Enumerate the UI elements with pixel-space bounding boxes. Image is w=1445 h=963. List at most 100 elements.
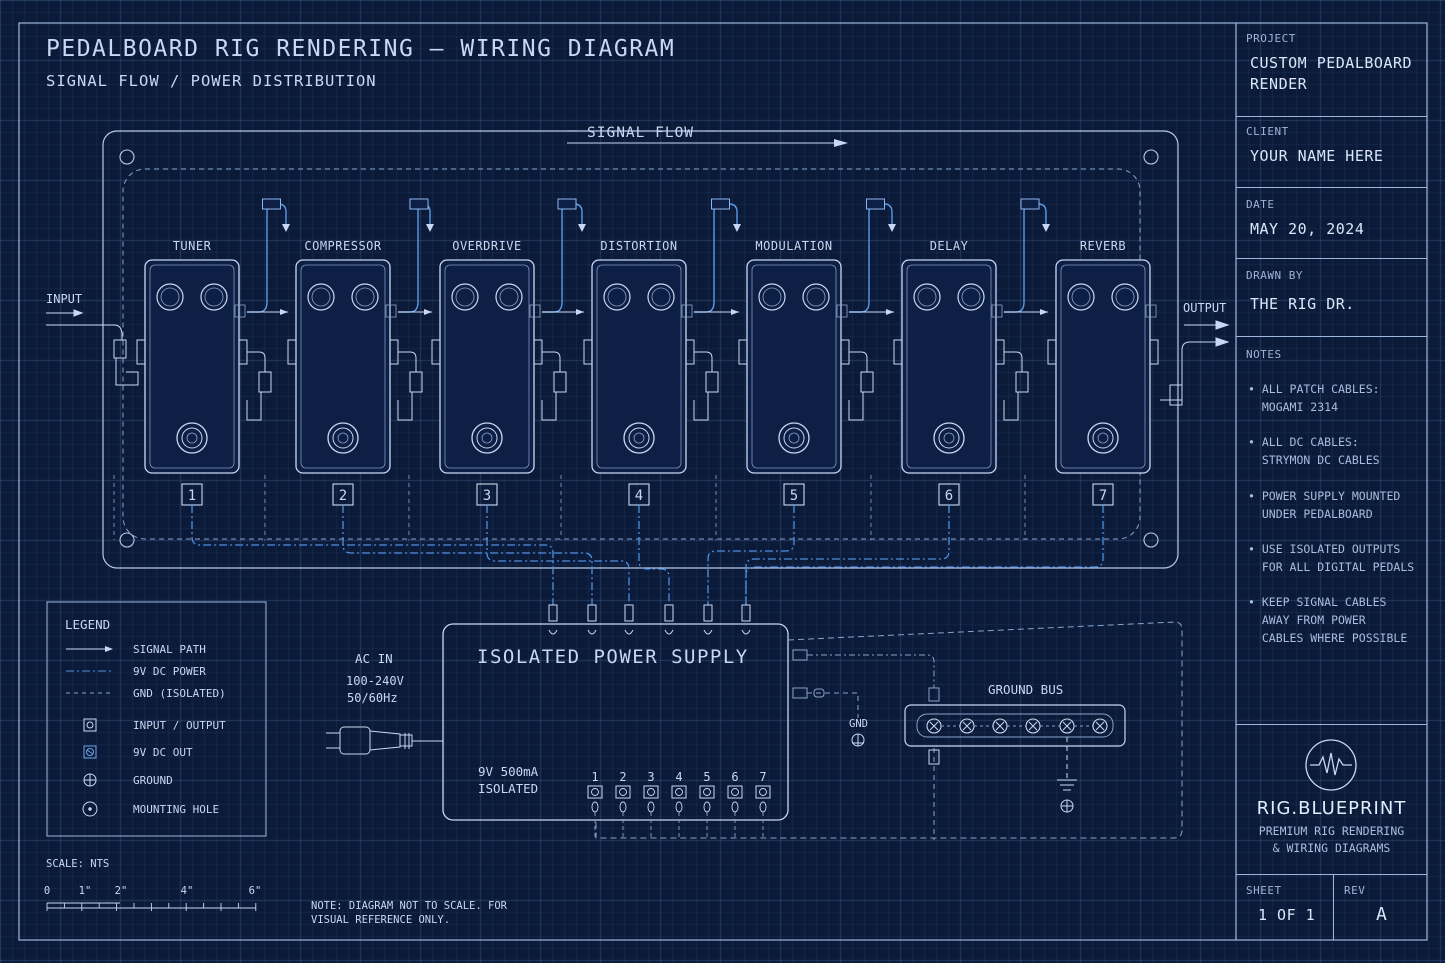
legend-item: INPUT / OUTPUT xyxy=(83,718,226,732)
input-jack xyxy=(583,339,593,365)
dc-plug xyxy=(624,604,634,622)
footswitch-core xyxy=(943,432,955,444)
sheet-frame xyxy=(18,22,1428,941)
ac-in-label: AC IN xyxy=(355,651,393,666)
signal-arrowhead xyxy=(280,309,288,315)
dc-jack xyxy=(836,304,848,318)
knob-inner xyxy=(311,287,331,307)
pedal-number: 4 xyxy=(635,488,643,504)
signal-arrowhead xyxy=(1040,309,1048,315)
cable-arrowhead xyxy=(282,224,290,232)
date-label: DATE xyxy=(1246,198,1275,211)
knob-inner xyxy=(455,287,475,307)
footswitch-icon xyxy=(471,422,503,454)
input-arrow xyxy=(46,309,139,386)
rev-label: REV xyxy=(1344,884,1366,897)
terminal-screw xyxy=(929,721,939,731)
pedal-number: 5 xyxy=(790,488,798,504)
ac-frequency: 50/60Hz xyxy=(347,691,398,705)
legend-item-label: 9V DC OUT xyxy=(133,746,193,759)
jack-lead xyxy=(542,351,561,372)
angled-plug-body xyxy=(693,392,709,421)
brand-name: RIG.BLUEPRINT xyxy=(1256,798,1407,819)
signal-arrowhead xyxy=(731,309,739,315)
page-subtitle: SIGNAL FLOW / POWER DISTRIBUTION xyxy=(46,72,377,90)
pedal-body xyxy=(591,259,687,474)
dc-socket-icon xyxy=(703,629,713,635)
footswitch-inner xyxy=(476,427,498,449)
title-block-client: CLIENT YOUR NAME HERE xyxy=(1236,117,1427,188)
note-item: • USE ISOLATED OUTPUTS FOR ALL DIGITAL P… xyxy=(1248,542,1415,574)
cable-arrowhead xyxy=(888,224,896,232)
pedal-number: 1 xyxy=(188,488,196,504)
legend-item-label: GROUND xyxy=(133,774,173,787)
footnote-line-2: VISUAL REFERENCE ONLY. xyxy=(311,914,450,926)
note-item: • POWER SUPPLY MOUNTED UNDER PEDALBOARD xyxy=(1248,489,1401,521)
arrow-line xyxy=(66,646,113,652)
dc-jack xyxy=(385,304,397,318)
input-jack xyxy=(893,339,903,365)
date-value: MAY 20, 2024 xyxy=(1250,220,1365,238)
input-label: INPUT xyxy=(46,292,82,306)
ground-icon xyxy=(83,773,97,787)
psu-output-pin xyxy=(647,801,655,813)
jack-lead xyxy=(247,351,266,372)
psu-output-jack-icon xyxy=(675,788,683,796)
dc-power-path xyxy=(342,505,593,605)
footnote-line-1: NOTE: DIAGRAM NOT TO SCALE. FOR xyxy=(311,900,508,912)
psu-output-number: 2 xyxy=(619,770,626,784)
sheet-label: SHEET xyxy=(1246,884,1282,897)
knob-inner xyxy=(1071,287,1091,307)
dc-power-cable xyxy=(745,505,950,605)
legend-item-label: INPUT / OUTPUT xyxy=(133,719,226,732)
pedalboard-outline xyxy=(102,130,1179,569)
footswitch-core xyxy=(633,432,645,444)
footswitch-icon xyxy=(1087,422,1119,454)
knob-inner xyxy=(806,287,826,307)
psu-dc-out xyxy=(703,604,713,635)
psu-output-number: 4 xyxy=(675,770,682,784)
output-jack xyxy=(389,339,399,365)
dc-plug xyxy=(664,604,674,622)
angled-plug-body xyxy=(541,392,557,421)
pedal-inner xyxy=(596,264,682,469)
cable-arrowhead xyxy=(1042,224,1050,232)
dc-plug xyxy=(741,604,751,622)
dc-plug xyxy=(548,604,558,622)
pedal-inner xyxy=(906,264,992,469)
psu-output-jack xyxy=(755,785,771,799)
psu-output-pin xyxy=(759,801,767,813)
patch-cable-path xyxy=(849,203,893,313)
title-block-drawn-by: DRAWN BY THE RIG DR. xyxy=(1236,259,1427,337)
rev-value: A xyxy=(1376,904,1388,925)
legend-item: MOUNTING HOLE xyxy=(82,801,219,817)
terminal-screw xyxy=(1028,721,1038,731)
psu-ground-outputs xyxy=(595,621,1183,840)
pedal-body xyxy=(746,259,842,474)
dc-power-path xyxy=(638,505,670,605)
patch-cable-path xyxy=(1004,203,1047,313)
gnd-symbol-icon xyxy=(851,733,865,747)
cable-arrowhead xyxy=(733,224,741,232)
output-arrow xyxy=(1160,320,1230,406)
pedal-label: OVERDRIVE xyxy=(452,239,522,253)
dc-power-cable xyxy=(191,505,554,605)
cable-plug xyxy=(711,198,730,210)
cable-arrowhead xyxy=(578,224,586,232)
legend-item-label: GND (ISOLATED) xyxy=(133,687,226,700)
psu-output-jack-icon xyxy=(647,788,655,796)
title-block-project: PROJECT CUSTOM PEDALBOARD RENDER xyxy=(1236,23,1427,117)
footswitch-inner xyxy=(332,427,354,449)
psu-output-jack xyxy=(671,785,687,799)
pedal-inner xyxy=(1060,264,1146,469)
psu-output-pin xyxy=(675,801,683,813)
angled-plug-body xyxy=(1003,392,1019,421)
dc-power-cable xyxy=(745,505,1104,605)
dc-out-icon xyxy=(83,745,97,759)
dc-jack xyxy=(234,304,246,318)
psu-dc-out xyxy=(664,604,674,635)
scale-tick-label: 4" xyxy=(181,885,194,897)
